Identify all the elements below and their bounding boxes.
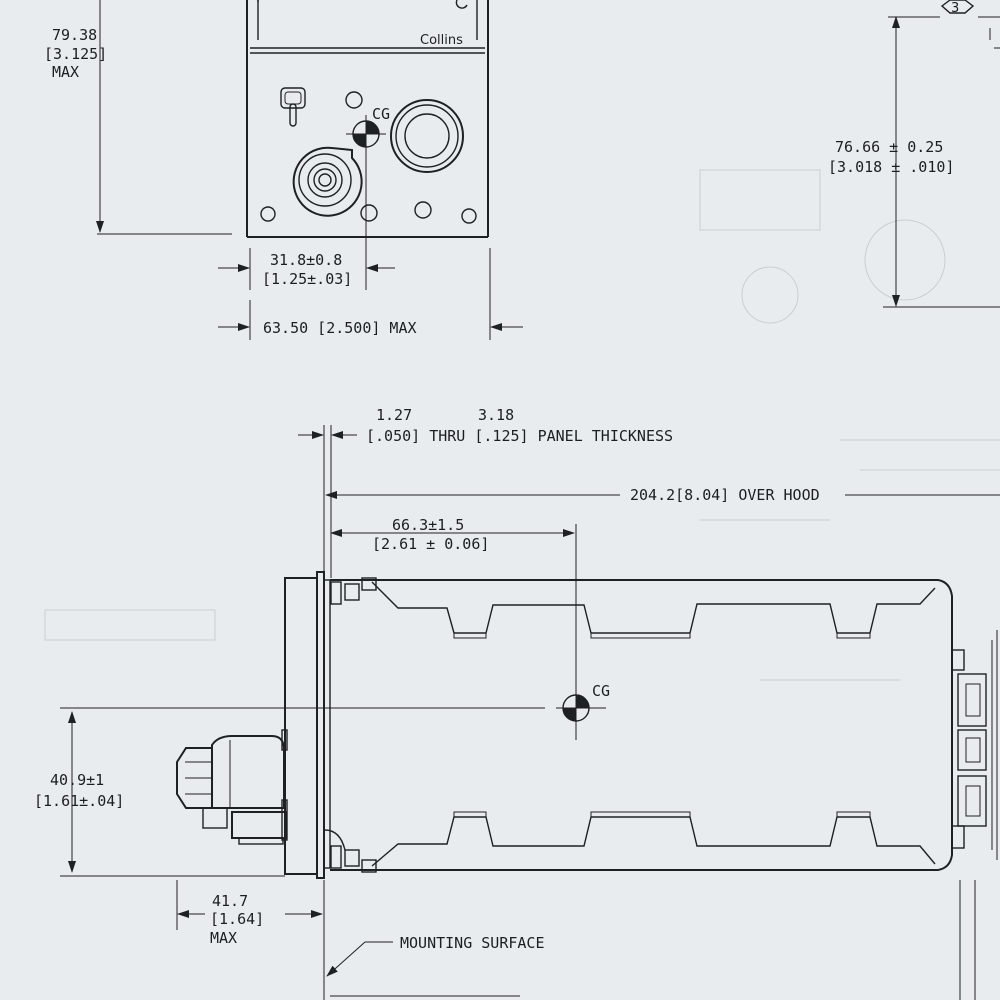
side-view: CG	[176, 524, 998, 879]
rear-in-label: [1.64]	[210, 910, 264, 928]
cg-height-in-label: [1.61±.04]	[34, 792, 124, 810]
callout-number: 3	[951, 1, 959, 16]
right-view-dimensions: 3 76.66 ± 0.25 [3.018 ± .010]	[828, 0, 1000, 308]
right-height-mm-label: 76.66 ± 0.25	[835, 138, 943, 156]
panel-max-label: 3.18	[478, 406, 514, 424]
width-label: 63.50 [2.500] MAX	[263, 319, 417, 337]
mounting-surface-label: MOUNTING SURFACE	[400, 934, 545, 952]
rear-max-label: MAX	[210, 929, 237, 947]
large-knob-icon	[390, 99, 464, 173]
brand-label: Collins	[420, 33, 463, 48]
cg-label-top: CG	[372, 105, 390, 123]
height-in-label: [3.125]	[44, 45, 107, 63]
rear-connector-icon	[951, 630, 998, 860]
toggle-switch-icon	[280, 87, 306, 127]
bleed-through-marks	[44, 169, 1000, 681]
panel-min-label: 1.27	[376, 406, 412, 424]
cg-label-side: CG	[592, 682, 610, 700]
cg-long-in-label: [2.61 ± 0.06]	[372, 535, 489, 553]
rear-mm-label: 41.7	[212, 892, 248, 910]
front-knob-assembly-icon	[176, 729, 288, 845]
cg-offset-mm-label: 31.8±0.8	[270, 251, 342, 269]
front-panel-view: Collins	[246, 0, 489, 290]
panel-thickness-label: [.050] THRU [.125] PANEL THICKNESS	[366, 427, 673, 445]
over-hood-label: 204.2[8.04] OVER HOOD	[630, 486, 820, 504]
height-max-label: MAX	[52, 63, 79, 81]
cg-long-mm-label: 66.3±1.5	[392, 516, 464, 534]
cg-height-mm-label: 40.9±1	[50, 771, 104, 789]
cg-marker-side-icon	[556, 524, 606, 740]
cg-offset-in-label: [1.25±.03]	[262, 270, 352, 288]
height-mm-label: 79.38	[52, 26, 97, 44]
cg-marker-icon	[346, 115, 386, 290]
connector-jack-icon	[292, 146, 363, 217]
right-height-in-label: [3.018 ± .010]	[828, 158, 954, 176]
side-view-dimensions: 1.27 3.18 [.050] THRU [.125] PANEL THICK…	[34, 406, 1000, 1000]
top-view-dimensions: 79.38 [3.125] MAX 31.8±0.8 [1.25±.03] 63…	[44, 0, 523, 340]
